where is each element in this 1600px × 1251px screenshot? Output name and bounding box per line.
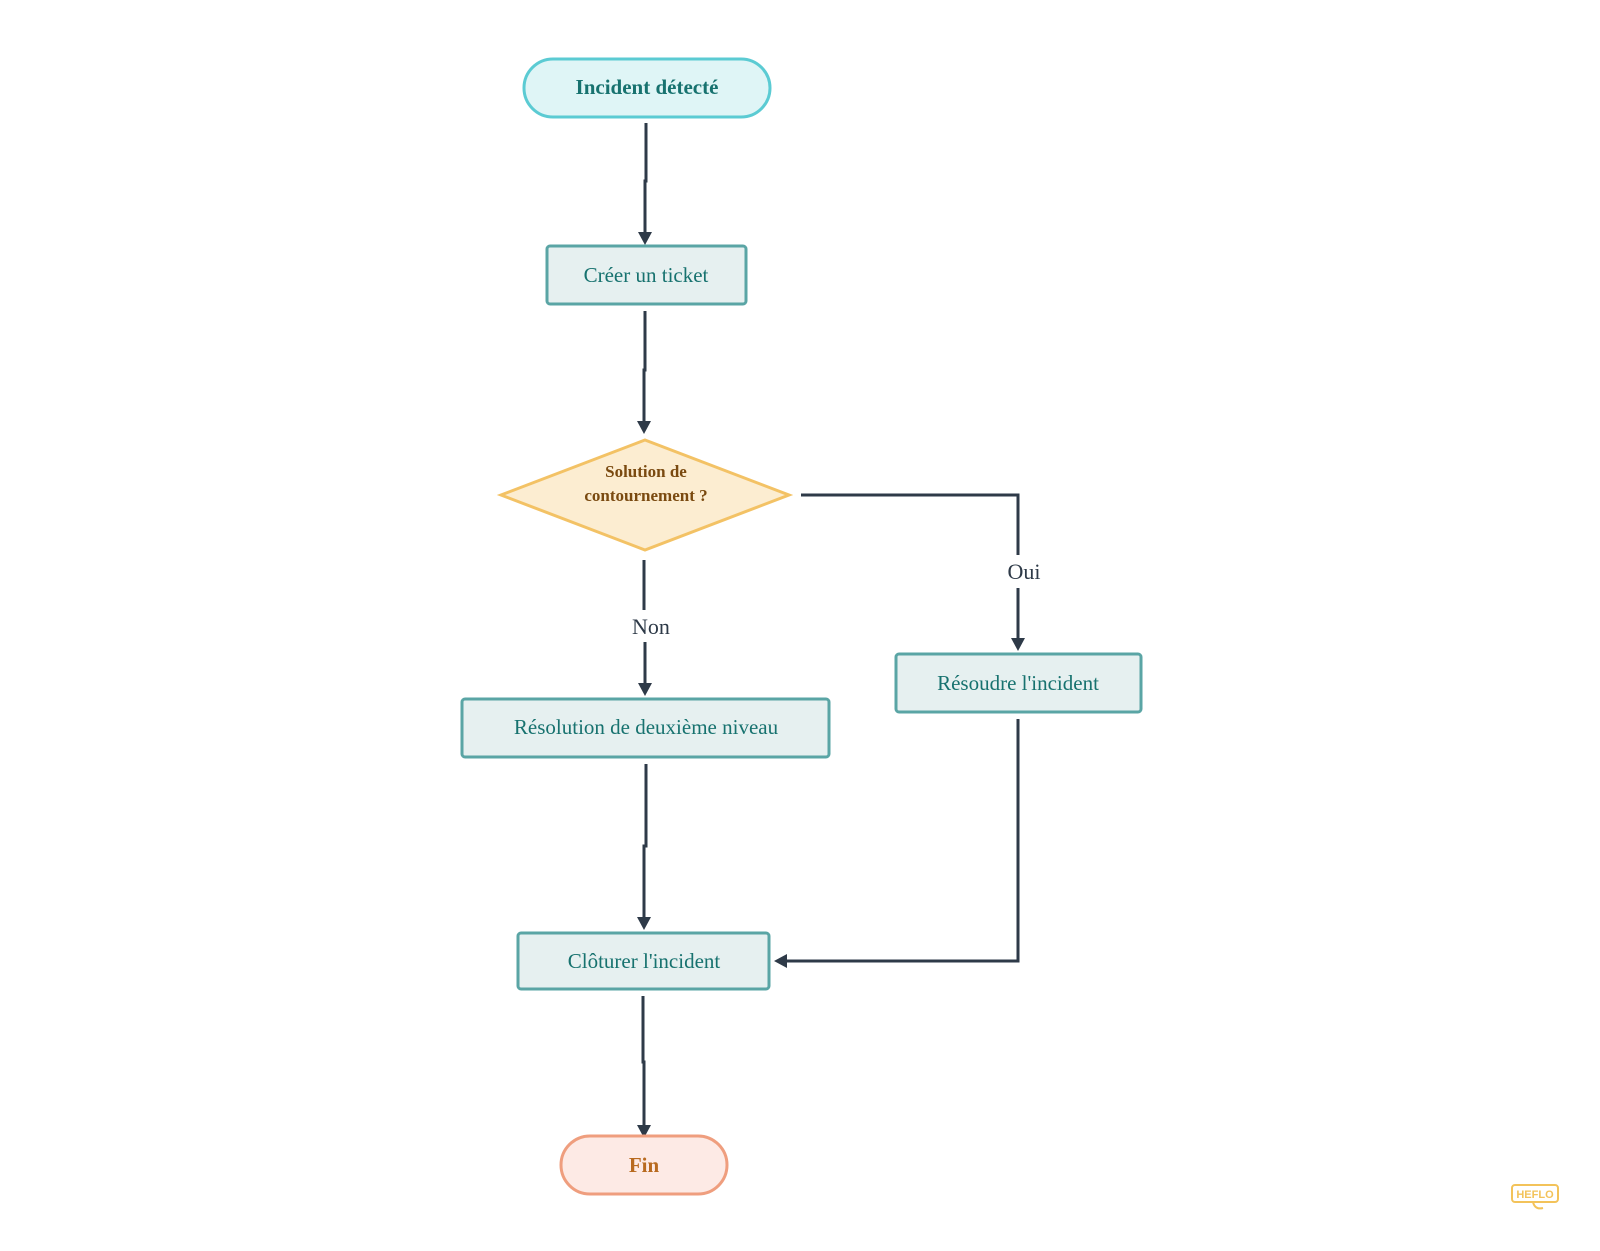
node-label: Résoudre l'incident <box>937 671 1099 695</box>
node-label: Résolution de deuxième niveau <box>514 715 779 739</box>
node-decision-workaround[interactable]: Solution de contournement ? <box>496 438 794 552</box>
edge-decision-to-second-level <box>638 560 652 696</box>
edge-start-to-create-ticket <box>638 123 652 245</box>
node-second-level-resolution[interactable]: Résolution de deuxième niveau <box>460 697 831 759</box>
node-resolve-incident[interactable]: Résoudre l'incident <box>894 652 1143 714</box>
node-create-ticket[interactable]: Créer un ticket <box>545 244 748 306</box>
node-label: Créer un ticket <box>584 263 709 287</box>
node-incident-detected[interactable]: Incident détecté <box>522 57 772 119</box>
edge-create-ticket-to-decision <box>637 311 651 434</box>
node-label: Clôturer l'incident <box>568 949 721 973</box>
heflo-logo: HEFLO <box>1511 1184 1559 1210</box>
edge-second-level-to-close <box>637 764 651 930</box>
edge-decision-to-resolve <box>801 493 1025 651</box>
node-label: Incident détecté <box>576 75 719 99</box>
node-end[interactable]: Fin <box>559 1134 729 1196</box>
edge-close-to-end <box>637 996 651 1138</box>
edge-label-oui: Oui <box>1008 559 1041 584</box>
edge-label-non: Non <box>632 614 670 639</box>
node-close-incident[interactable]: Clôturer l'incident <box>516 931 771 991</box>
logo-text: HEFLO <box>1516 1189 1554 1201</box>
node-label-line-1: Solution de <box>605 462 687 481</box>
node-label: Fin <box>629 1153 660 1177</box>
edge-resolve-to-close <box>774 719 1020 968</box>
edges: Non Oui <box>632 123 1041 1138</box>
node-label-line-2: contournement ? <box>584 486 707 505</box>
